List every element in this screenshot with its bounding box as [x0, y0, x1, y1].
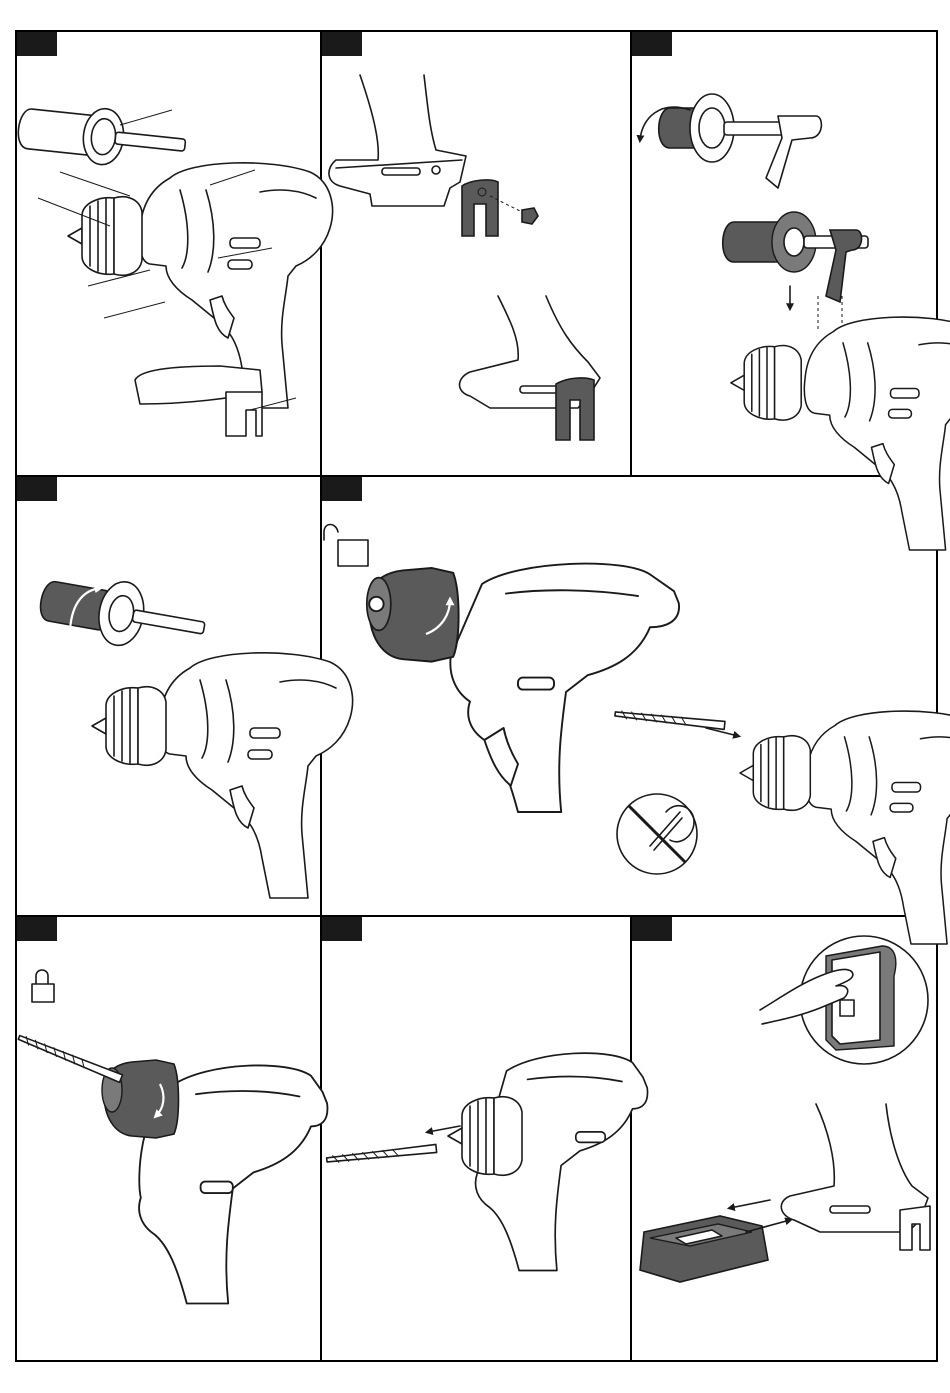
locked-padlock-icon	[32, 970, 54, 1002]
fig-1-tab	[17, 32, 57, 56]
fig-8-tab	[632, 917, 672, 941]
fig-2-tab	[322, 32, 362, 56]
fig-4-tighten-side-handle	[36, 568, 353, 898]
drill-bit	[615, 710, 725, 729]
chuck	[68, 197, 142, 275]
fig-6-tab	[17, 917, 57, 941]
fig-5-insert-bit	[324, 525, 950, 945]
fig-8-battery	[640, 936, 930, 1282]
side-handle	[16, 100, 188, 173]
belt-clip	[135, 366, 262, 436]
unlocked-padlock-icon	[324, 525, 368, 567]
belt-clip-mounted	[556, 378, 594, 440]
fig-3-side-handle-attach	[640, 94, 950, 550]
drill-bit	[326, 1144, 436, 1163]
fig-7-tab	[322, 917, 362, 941]
fig-4-tab	[17, 477, 57, 501]
straight-arrow-icon	[730, 1200, 770, 1208]
battery-pack	[640, 1216, 768, 1282]
prohibited-icon	[617, 794, 697, 874]
fig-5-tab	[322, 477, 362, 501]
detail-circle	[760, 936, 928, 1064]
fig-6-lock-chuck	[18, 970, 328, 1304]
fig-3-tab	[632, 32, 672, 56]
fig-7-remove-bit	[326, 1053, 647, 1270]
clip-screw	[522, 208, 538, 224]
fig-2-belt-clip-mounting	[329, 75, 600, 440]
fig-1-overview	[16, 100, 333, 436]
drill-bit	[18, 1034, 123, 1083]
